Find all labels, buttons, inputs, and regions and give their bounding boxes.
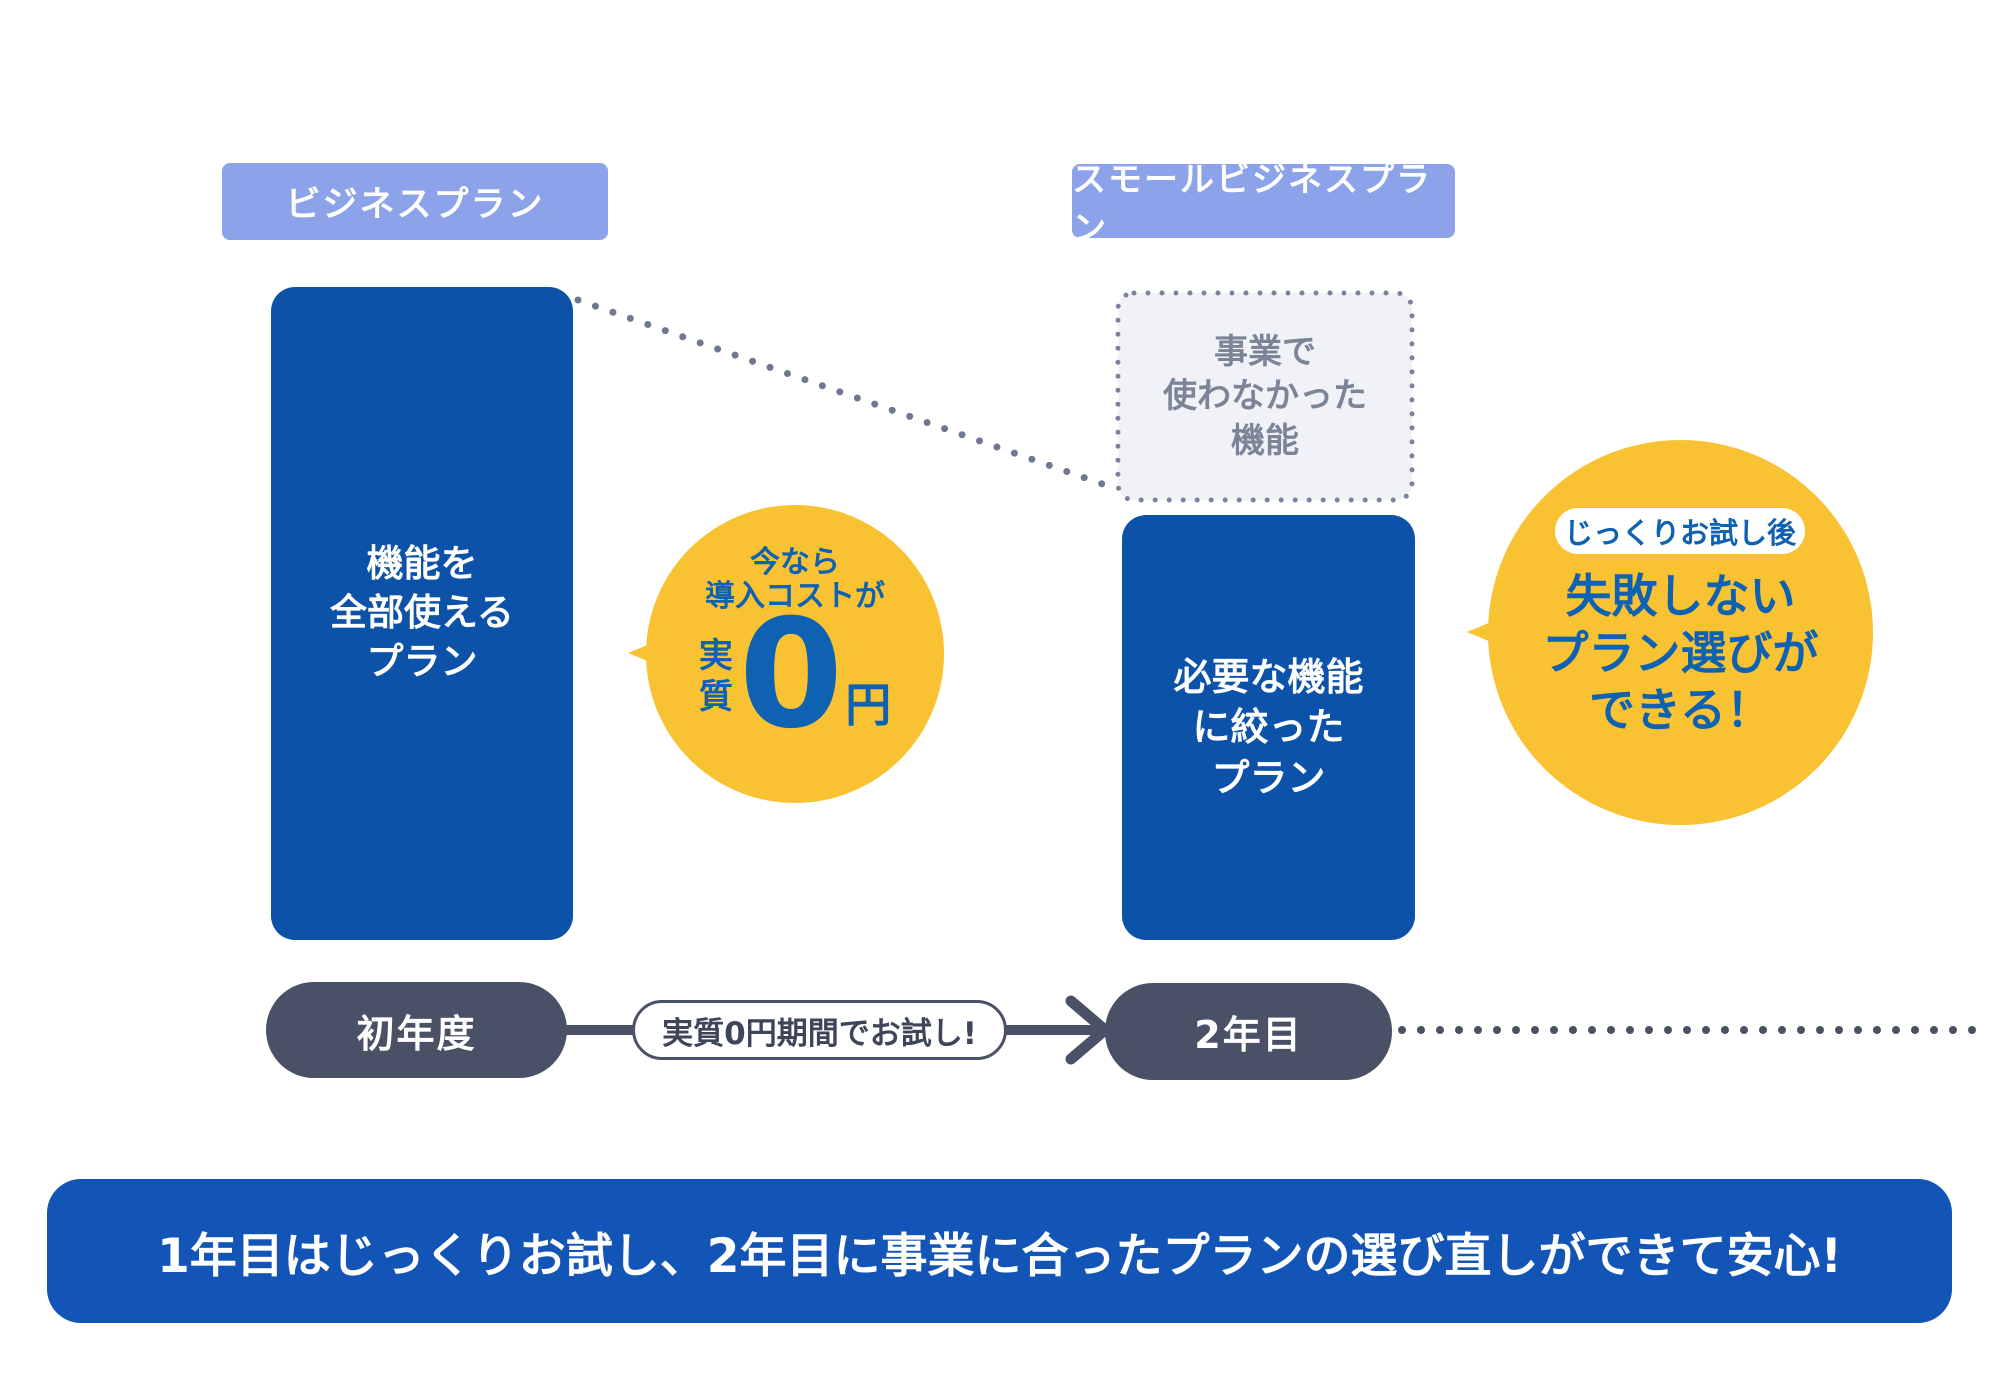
unused-features-box: 事業で 使わなかった 機能 [1115, 290, 1415, 503]
unused-features-text: 事業で 使わなかった 機能 [1115, 290, 1415, 503]
result-line-1: 失敗しない [1565, 569, 1796, 623]
result-bubble-circle [1488, 440, 1873, 825]
summary-banner: 1年目はじっくりお試し、2年目に事業に合ったプランの選び直しができて安心! [47, 1179, 1952, 1323]
trial-period-badge: 実質0円期間でお試し! [632, 1000, 1007, 1060]
second-year-label: 2年目 [1194, 1013, 1303, 1057]
zero-cost-prefix-top: 実 [698, 636, 733, 677]
result-bubble-tag-text: じっくりお試し後 [1563, 516, 1796, 550]
zero-cost-amount: 実 質 0 円 [646, 588, 944, 762]
result-bubble-tag: じっくりお試し後 [1555, 508, 1805, 554]
summary-banner-text: 1年目はじっくりお試し、2年目に事業に合ったプランの選び直しができて安心! [157, 1228, 1842, 1284]
zero-cost-line-1: 今なら [750, 545, 840, 580]
small-plan-line-1: 必要な機能 [1173, 655, 1364, 700]
zero-cost-prefix: 実 質 [699, 636, 733, 718]
zero-cost-bubble-pointer [628, 635, 672, 671]
business-plan-line-1: 機能を [366, 542, 478, 586]
business-plan-box: 機能を 全部使える プラン [271, 287, 573, 940]
small-plan-line-2: に絞った [1192, 705, 1345, 750]
arrowhead-icon [1065, 995, 1111, 1065]
zero-cost-bubble-circle [646, 505, 944, 803]
small-business-plan-box: 必要な機能 に絞った プラン [1122, 515, 1415, 940]
result-line-3: できる！ [1588, 683, 1773, 737]
business-plan-line-2: 全部使える [330, 591, 514, 635]
unused-line-3: 機能 [1231, 420, 1299, 461]
result-bubble-text: 失敗しない プラン選びが できる！ [1488, 568, 1873, 739]
zero-cost-line-2: 導入コストが [705, 579, 885, 614]
first-year-pill: 初年度 [266, 982, 567, 1078]
zero-cost-prefix-bottom: 質 [698, 677, 733, 718]
result-bubble-pointer [1467, 612, 1515, 652]
trial-period-text: 実質0円期間でお試し! [662, 1015, 977, 1052]
small-business-plan-label-text: スモールビジネスプラン [1072, 160, 1432, 249]
first-year-label: 初年度 [356, 1011, 477, 1056]
result-bubble: じっくりお試し後 失敗しない プラン選びが できる！ [1467, 440, 1873, 825]
unused-features-dotted-border [1115, 290, 1415, 503]
business-plan-box-text: 機能を 全部使える プラン [330, 540, 514, 686]
second-year-pill: 2年目 [1105, 983, 1392, 1080]
business-plan-label: ビジネスプラン [222, 163, 608, 240]
small-plan-line-3: プラン [1211, 755, 1326, 800]
business-plan-label-text: ビジネスプラン [285, 185, 545, 225]
unused-line-1: 事業で [1214, 332, 1316, 373]
zero-cost-digit: 0 [738, 588, 843, 762]
small-business-plan-box-text: 必要な機能 に絞った プラン [1173, 652, 1363, 802]
zero-cost-bubble: 今なら 導入コストが 実 質 0 円 [628, 505, 944, 805]
business-plan-line-3: プラン [366, 639, 478, 683]
unused-line-2: 使わなかった [1163, 376, 1367, 417]
diagonal-dotted-connector [574, 296, 1112, 490]
small-business-plan-label: スモールビジネスプラン [1072, 160, 1455, 249]
zero-cost-unit: 円 [845, 678, 892, 732]
result-line-2: プラン選びが [1542, 626, 1819, 680]
